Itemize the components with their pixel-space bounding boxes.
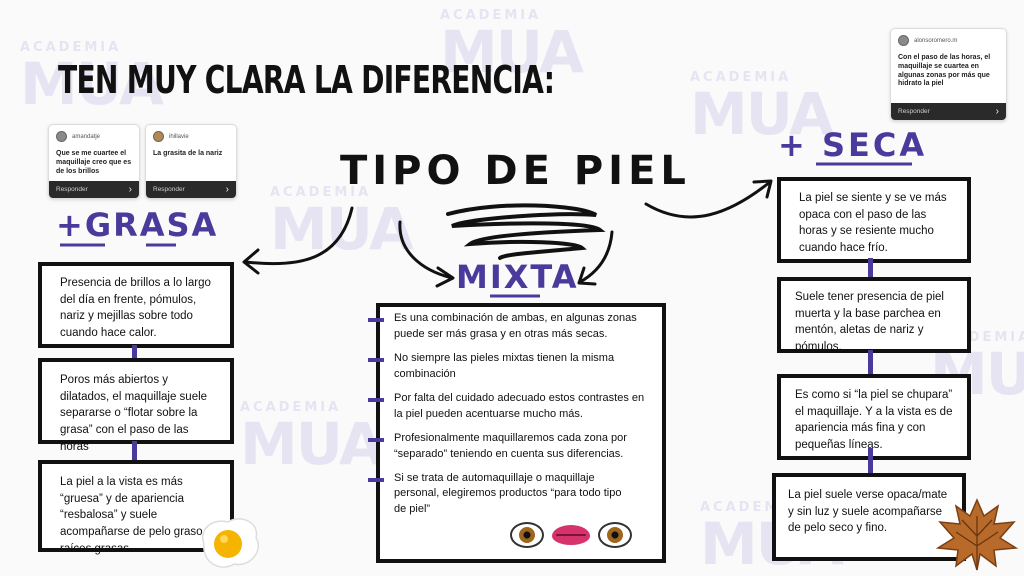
seca-text: Suele tener presencia de piel muerta y l… xyxy=(795,291,944,354)
seca-text: Es como si “la piel se chupara” el maqui… xyxy=(795,389,953,452)
bullet-dash xyxy=(368,477,384,482)
grasa-card: Presencia de brillos a lo largo del día … xyxy=(38,262,234,348)
mixta-item: Profesionalmente maquillaremos cada zona… xyxy=(368,431,650,463)
mixta-item: No siempre las pieles mixtas tienen la m… xyxy=(368,351,650,383)
lips-icon xyxy=(552,525,590,545)
connector xyxy=(132,345,137,361)
mixta-title: MIXTA xyxy=(456,258,579,296)
arrow-to-grasa xyxy=(244,206,354,266)
seca-card: La piel se siente y se ve más opaca con … xyxy=(777,177,971,263)
mixta-item: Es una combinación de ambas, en algunas … xyxy=(368,311,650,343)
fried-egg-icon xyxy=(201,518,259,568)
bullet-dash xyxy=(368,318,384,322)
reply-button[interactable]: Responder xyxy=(898,108,930,115)
arrow-to-mixta-left xyxy=(398,220,454,280)
autumn-leaf-icon xyxy=(935,498,1019,571)
connector xyxy=(868,350,873,376)
chevron-right-icon: › xyxy=(128,184,132,195)
comment-card[interactable]: amandatje Que se me cuartee el maquillaj… xyxy=(48,124,140,199)
comment-card[interactable]: ihillavie La grasita de la nariz Respond… xyxy=(145,124,237,199)
reply-button[interactable]: Responder xyxy=(153,186,185,193)
seca-card: Es como si “la piel se chupara” el maqui… xyxy=(777,374,971,460)
seca-title: + SECA xyxy=(778,126,928,164)
seca-text: La piel suele verse opaca/mate y sin luz… xyxy=(788,489,948,535)
comment-text: Con el paso de las horas, el maquillaje … xyxy=(898,54,991,88)
grasa-card: La piel a la vista es más “gruesa” y de … xyxy=(38,460,234,555)
arrow-to-mixta-right xyxy=(578,230,614,284)
seca-card: La piel suele verse opaca/mate y sin luz… xyxy=(772,473,966,561)
arrow-head xyxy=(435,266,455,288)
center-title: TIPO DE PIEL xyxy=(340,148,691,194)
eye-icon xyxy=(510,522,544,548)
seca-text: La piel se siente y se ve más opaca con … xyxy=(799,192,947,255)
connector xyxy=(868,258,873,280)
connector xyxy=(132,441,137,461)
comment-user: amandatje xyxy=(72,133,101,140)
bullet-dash xyxy=(368,357,384,362)
reply-button[interactable]: Responder xyxy=(56,186,88,193)
bullet-dash xyxy=(368,397,384,402)
seca-card: Suele tener presencia de piel muerta y l… xyxy=(777,277,971,353)
scribble-mark xyxy=(446,203,606,260)
grasa-text: La piel a la vista es más “gruesa” y de … xyxy=(60,476,213,555)
avatar xyxy=(898,35,909,46)
arrow-head xyxy=(752,179,773,199)
grasa-text: Presencia de brillos a lo largo del día … xyxy=(60,277,211,340)
bullet-dash xyxy=(368,437,384,442)
grasa-card: Poros más abiertos y dilatados, el maqui… xyxy=(38,358,234,453)
avatar xyxy=(56,131,67,142)
comment-text: Que se me cuartee el maquillaje creo que… xyxy=(56,150,132,175)
comment-user: alonsoromero.m xyxy=(914,37,958,44)
chevron-right-icon: › xyxy=(995,106,999,117)
chevron-right-icon: › xyxy=(225,184,229,195)
comment-card[interactable]: alonsoromero.m Con el paso de las horas,… xyxy=(890,28,1007,121)
comment-user: ihillavie xyxy=(169,133,189,140)
arrow-head xyxy=(242,248,260,275)
page-title: TEN MUY CLARA LA DIFERENCIA: xyxy=(58,58,555,102)
connector xyxy=(868,448,873,476)
eye-icon xyxy=(598,522,632,548)
mixta-card: Es una combinación de ambas, en algunas … xyxy=(368,303,666,563)
grasa-title: +GRASA xyxy=(56,206,219,244)
mixta-item: Por falta del cuidado adecuado estos con… xyxy=(368,391,650,423)
comment-text: La grasita de la nariz xyxy=(153,150,223,157)
mixta-item: Si se trata de automaquillaje o maquilla… xyxy=(368,471,624,519)
grasa-text: Poros más abiertos y dilatados, el maqui… xyxy=(60,374,208,453)
arrow-head xyxy=(577,266,597,286)
emoji-row xyxy=(510,522,632,548)
avatar xyxy=(153,131,164,142)
